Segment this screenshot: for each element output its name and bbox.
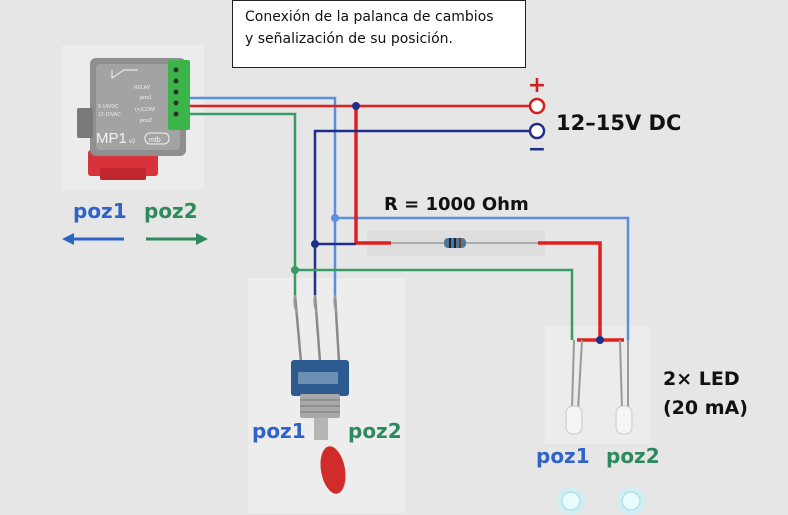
module-version: v2 bbox=[129, 139, 136, 145]
voltage-label: 12–15V DC bbox=[556, 111, 681, 135]
wire-pos2-green bbox=[190, 112, 297, 295]
led-photo-panel bbox=[545, 326, 650, 444]
module-poz1-label: poz1 bbox=[73, 199, 127, 223]
module-voltage-1: 9-14VDC bbox=[98, 104, 119, 110]
caption-line-1: Conexión de la palanca de cambios bbox=[245, 9, 494, 25]
wire-pos1-blue bbox=[190, 96, 337, 295]
terminal-minus bbox=[528, 122, 546, 140]
module-brand: mtb bbox=[149, 137, 161, 144]
led-indicator-core bbox=[621, 491, 641, 511]
resistor-band bbox=[459, 238, 461, 248]
junction-dot bbox=[352, 102, 360, 110]
wire-red-to-resistor bbox=[354, 106, 391, 245]
junction-dot bbox=[331, 214, 339, 222]
mp1-module-icon bbox=[77, 58, 190, 180]
led-poz2-label: poz2 bbox=[606, 444, 660, 468]
led-label-line1: 2× LED bbox=[663, 368, 740, 390]
caption-line-2: y señalización de su posición. bbox=[245, 31, 453, 47]
toggle-switch-icon bbox=[291, 294, 349, 494]
terminal-plus bbox=[528, 97, 546, 115]
brand-logo bbox=[144, 132, 170, 145]
module-relay-label: RELAY bbox=[134, 85, 151, 91]
module-name: MP1 bbox=[96, 130, 127, 147]
resistor-band bbox=[449, 238, 451, 248]
plus-sign: + bbox=[528, 73, 546, 98]
resistor-label: R = 1000 Ohm bbox=[384, 194, 529, 215]
junction-dot bbox=[291, 266, 299, 274]
junction-dot bbox=[311, 240, 319, 248]
junction-dot bbox=[596, 336, 604, 344]
module-pos1-label: pos1 bbox=[140, 95, 152, 101]
arrow-left-icon bbox=[62, 233, 124, 245]
led-poz1-label: poz1 bbox=[536, 444, 590, 468]
module-pos2-label: pos2 bbox=[140, 118, 152, 124]
arrow-right-icon bbox=[146, 233, 208, 245]
led-label-line2: (20 mA) bbox=[663, 397, 748, 419]
switch-poz2-label: poz2 bbox=[348, 419, 402, 443]
module-com-label: (+)COM bbox=[135, 107, 155, 113]
led-indicator-core bbox=[561, 491, 581, 511]
wire-pos2-to-led bbox=[295, 268, 574, 340]
minus-sign: − bbox=[528, 137, 546, 162]
resistor-band bbox=[454, 238, 456, 248]
module-poz2-label: poz2 bbox=[144, 199, 198, 223]
wire-pos1-to-led bbox=[335, 216, 630, 340]
wire-resistor-to-led bbox=[538, 241, 602, 340]
led-pair-icon bbox=[565, 339, 633, 435]
module-voltage-2: 12-15VAC bbox=[98, 112, 121, 118]
switch-poz1-label: poz1 bbox=[252, 419, 306, 443]
caption-box: Conexión de la palanca de cambios y seña… bbox=[232, 0, 526, 68]
